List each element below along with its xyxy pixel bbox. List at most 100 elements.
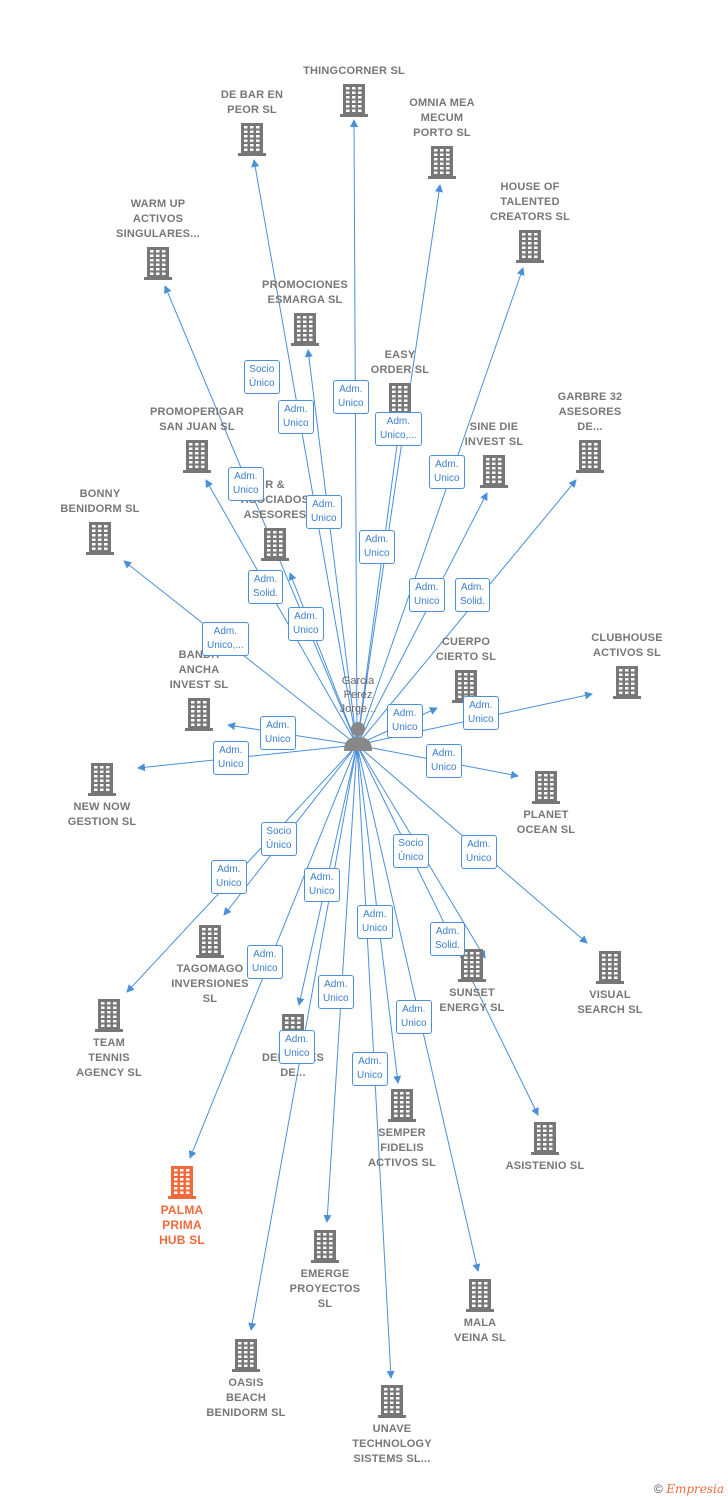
company-label: CUERPO CIERTO SL bbox=[435, 636, 497, 663]
company-node-thingcorner[interactable]: THINGCORNER SL bbox=[294, 64, 414, 117]
building-icon bbox=[596, 951, 624, 984]
building-icon bbox=[516, 230, 544, 263]
company-label: WARM UP ACTIVOS SINGULARES... bbox=[116, 198, 200, 240]
company-label: HOUSE OF TALENTED CREATORS SL bbox=[489, 181, 571, 223]
role-label: Adm. Unico bbox=[357, 905, 393, 939]
company-label: OASIS BEACH BENIDORM SL bbox=[206, 1377, 286, 1419]
company-node-bonny[interactable]: BONNY BENIDORM SL bbox=[40, 487, 160, 555]
building-icon bbox=[428, 146, 456, 179]
company-node-asistenio[interactable]: ASISTENIO SL bbox=[485, 1121, 605, 1174]
company-label: DE BAR EN PEOR SL bbox=[220, 89, 284, 116]
company-node-clubhouse[interactable]: CLUBHOUSE ACTIVOS SL bbox=[567, 631, 687, 699]
role-label: Socio Único bbox=[244, 360, 280, 394]
building-icon bbox=[95, 999, 123, 1032]
building-icon bbox=[232, 1339, 260, 1372]
person-icon bbox=[344, 722, 372, 751]
role-label: Adm. Unico bbox=[278, 400, 314, 434]
edge-easy-order bbox=[356, 414, 405, 746]
building-icon bbox=[291, 313, 319, 346]
building-icon bbox=[340, 84, 368, 117]
company-node-palma-prima[interactable]: PALMA PRIMA HUB SL bbox=[122, 1165, 242, 1248]
company-label: UNAVE TECHNOLOGY SISTEMS SL... bbox=[352, 1423, 432, 1465]
company-label: CLUBHOUSE ACTIVOS SL bbox=[591, 632, 663, 659]
edge-thingcorner bbox=[350, 119, 359, 746]
company-label: BONNY BENIDORM SL bbox=[60, 488, 140, 515]
building-icon bbox=[196, 925, 224, 958]
company-node-de-bar[interactable]: DE BAR EN PEOR SL bbox=[192, 88, 312, 156]
role-label: Adm. Unico bbox=[352, 1052, 388, 1086]
company-node-semper-fidelis[interactable]: SEMPER FIDELIS ACTIVOS SL bbox=[342, 1088, 462, 1171]
role-label: Adm. Unico bbox=[333, 380, 369, 414]
role-label: Adm. Unico bbox=[288, 607, 324, 641]
role-label: Adm. Unico bbox=[429, 455, 465, 489]
edge-warm-up bbox=[164, 285, 358, 746]
company-label: GARBRE 32 ASESORES DE... bbox=[557, 391, 623, 433]
building-icon bbox=[532, 771, 560, 804]
company-label: PROMOCIONES ESMARGA SL bbox=[262, 279, 348, 306]
building-icon bbox=[613, 666, 641, 699]
company-node-oasis-beach[interactable]: OASIS BEACH BENIDORM SL bbox=[186, 1338, 306, 1421]
company-node-cuerpo-cierto[interactable]: CUERPO CIERTO SL bbox=[406, 635, 526, 703]
center-person[interactable]: Garcia Perez Jorge... bbox=[332, 674, 384, 752]
building-icon bbox=[480, 455, 508, 488]
company-label: TAGOMAGO INVERSIONES SL bbox=[171, 963, 249, 1005]
company-node-asociados[interactable]: R & ASOCIADOS ASESORES bbox=[215, 478, 335, 561]
building-icon bbox=[531, 1122, 559, 1155]
building-icon bbox=[311, 1230, 339, 1263]
company-node-planet-ocean[interactable]: PLANET OCEAN SL bbox=[486, 770, 606, 838]
company-node-unave[interactable]: UNAVE TECHNOLOGY SISTEMS SL... bbox=[332, 1384, 452, 1467]
building-icon bbox=[261, 528, 289, 561]
company-node-team-tennis[interactable]: TEAM TENNIS AGENCY SL bbox=[49, 998, 169, 1081]
role-label: Adm. Unico bbox=[387, 704, 423, 738]
role-label: Adm. Unico bbox=[396, 1000, 432, 1034]
role-label: Adm. Solid. bbox=[248, 570, 284, 604]
company-node-garbre[interactable]: GARBRE 32 ASESORES DE... bbox=[530, 390, 650, 473]
company-label: EMERGE PROYECTOS SL bbox=[289, 1268, 361, 1310]
edge-omnia bbox=[356, 184, 443, 746]
brand-name: Empresia bbox=[666, 1482, 724, 1496]
building-icon bbox=[238, 123, 266, 156]
company-node-omnia[interactable]: OMNIA MEA MECUM PORTO SL bbox=[382, 96, 502, 179]
company-node-tagomago[interactable]: TAGOMAGO INVERSIONES SL bbox=[150, 924, 270, 1007]
copyright-symbol: © bbox=[654, 1482, 663, 1496]
company-node-emerge[interactable]: EMERGE PROYECTOS SL bbox=[265, 1229, 385, 1312]
building-icon bbox=[388, 1089, 416, 1122]
edge-promoperigar bbox=[205, 479, 358, 746]
company-label: EASY ORDER SL bbox=[370, 349, 430, 376]
person-name: Garcia Perez Jorge... bbox=[339, 675, 377, 715]
company-node-promociones-esmarga[interactable]: PROMOCIONES ESMARGA SL bbox=[245, 278, 365, 346]
building-icon bbox=[144, 247, 172, 280]
role-label: Adm. Solid. bbox=[455, 578, 491, 612]
company-node-sunset-energy[interactable]: SUNSET ENERGY SL bbox=[412, 948, 532, 1016]
company-node-warm-up[interactable]: WARM UP ACTIVOS SINGULARES... bbox=[98, 197, 218, 280]
building-icon bbox=[458, 949, 486, 982]
company-node-house-of-talented[interactable]: HOUSE OF TALENTED CREATORS SL bbox=[470, 180, 590, 263]
building-icon bbox=[576, 440, 604, 473]
company-node-easy-order[interactable]: EASY ORDER SL bbox=[340, 348, 460, 416]
company-node-new-now[interactable]: NEW NOW GESTION SL bbox=[42, 762, 162, 830]
footer-brand[interactable]: © Empresia bbox=[654, 1482, 724, 1496]
building-icon bbox=[88, 763, 116, 796]
role-label: Adm. Unico bbox=[426, 744, 462, 778]
company-label: MALA VEINA SL bbox=[454, 1317, 506, 1344]
company-node-promoperigar[interactable]: PROMOPERIGAR SAN JUAN SL bbox=[137, 405, 257, 473]
role-label: Adm. Unico bbox=[228, 467, 264, 501]
company-node-mala-veina[interactable]: MALA VEINA SL bbox=[420, 1278, 540, 1346]
company-node-sine-die[interactable]: SINE DIE INVEST SL bbox=[434, 420, 554, 488]
company-label: OMNIA MEA MECUM PORTO SL bbox=[409, 97, 475, 139]
building-icon bbox=[183, 440, 211, 473]
role-label: Socio Único bbox=[393, 834, 429, 868]
role-label: Adm. Unico bbox=[463, 696, 499, 730]
company-node-visual-search[interactable]: VISUAL SEARCH SL bbox=[550, 950, 670, 1018]
role-label: Adm. Unico bbox=[247, 945, 283, 979]
role-label: Adm. Unico,... bbox=[202, 622, 249, 656]
role-label: Adm. Solid. bbox=[430, 922, 466, 956]
edge-garbre bbox=[356, 479, 577, 746]
company-label: VISUAL SEARCH SL bbox=[577, 989, 643, 1016]
company-node-banda-ancha[interactable]: BANDA ANCHA INVEST SL bbox=[139, 648, 259, 731]
building-icon bbox=[168, 1166, 196, 1199]
company-label: PALMA PRIMA HUB SL bbox=[159, 1203, 205, 1247]
building-icon bbox=[386, 383, 414, 416]
edge-sine-die bbox=[356, 492, 488, 746]
